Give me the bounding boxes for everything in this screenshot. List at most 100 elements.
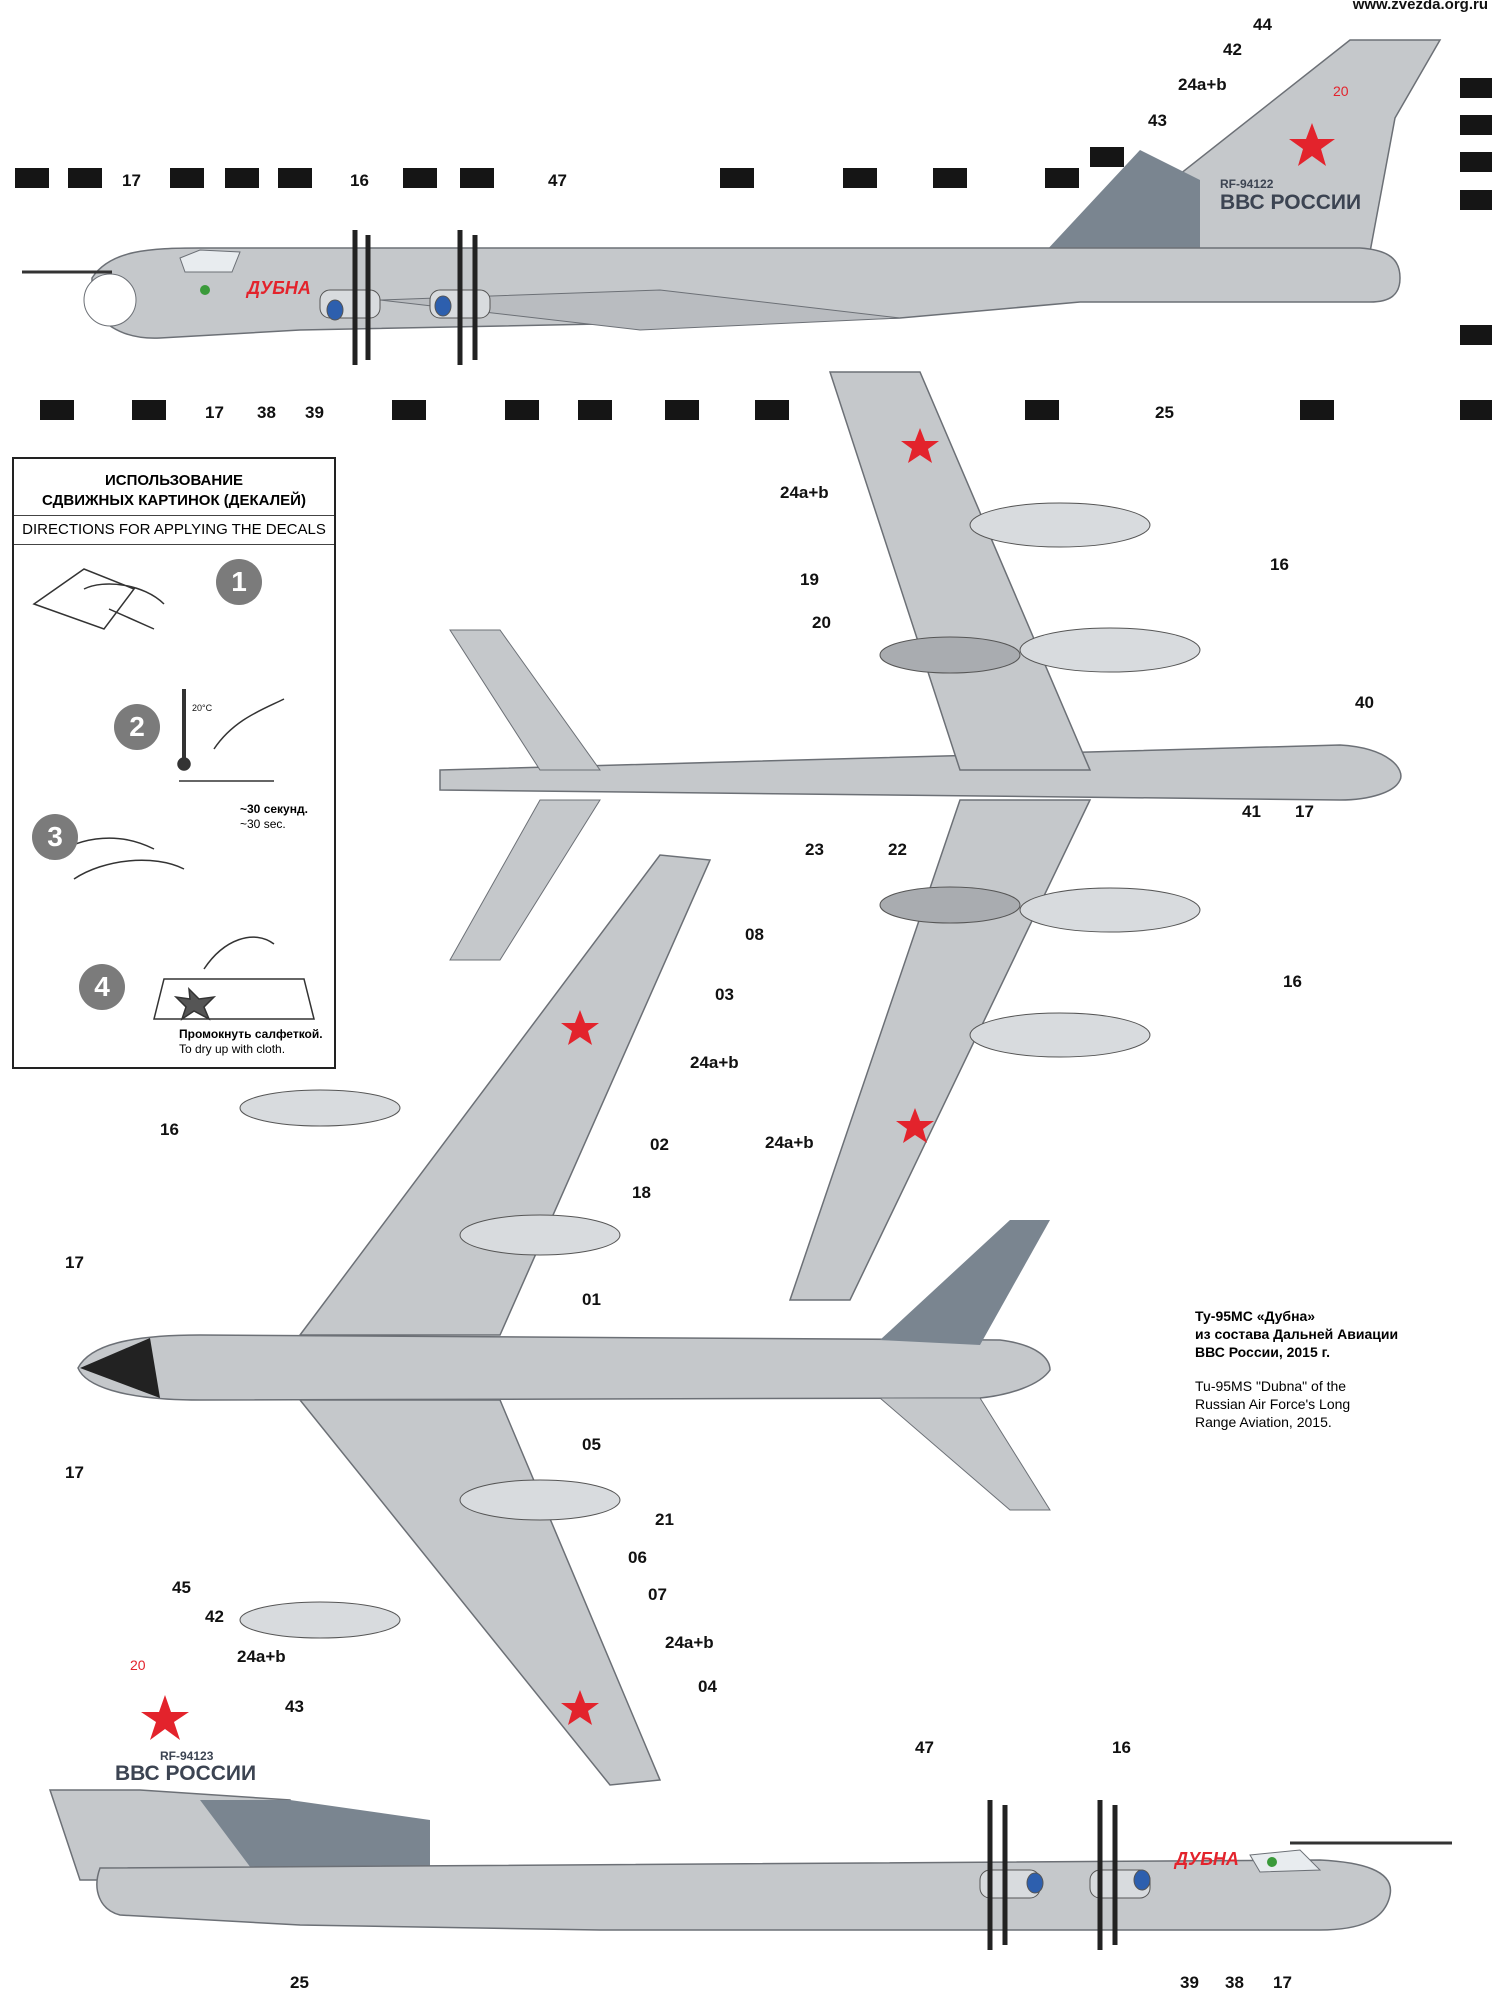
svg-text:06: 06 [628,1548,647,1567]
divider [14,515,334,516]
svg-text:45: 45 [172,1578,191,1597]
svg-text:17: 17 [65,1253,84,1272]
svg-text:25: 25 [1155,403,1174,422]
hand-cutting-icon [32,568,165,630]
callout-labels: 17 16 47 17 38 39 25 44 42 24a+b 43 24a+… [65,15,1374,1992]
svg-text:24a+b: 24a+b [665,1633,714,1652]
svg-text:17: 17 [205,403,224,422]
svg-text:43: 43 [1148,111,1167,130]
svg-text:43: 43 [285,1697,304,1716]
tailplane-lower [449,799,601,961]
svg-text:16: 16 [160,1120,179,1139]
fuselage-planform [439,744,1402,801]
callout-badge [1460,115,1492,135]
callout-badge [15,168,49,188]
svg-text:04: 04 [698,1677,717,1696]
callout-badge [1460,400,1492,420]
callout-badge [578,400,612,420]
svg-text:16: 16 [1283,972,1302,991]
tail-number-top: 20 [1333,83,1349,99]
underside-view [77,854,1051,1786]
callout-badge [755,400,789,420]
svg-text:40: 40 [1355,693,1374,712]
callout-badge [1300,400,1334,420]
svg-text:47: 47 [548,171,567,190]
callout-badge [460,168,494,188]
tail-blue-top [1045,150,1200,252]
callout-badge [1460,78,1492,98]
svg-text:25: 25 [290,1973,309,1992]
svg-text:16: 16 [350,171,369,190]
callout-badges [15,78,1492,420]
svg-text:38: 38 [1225,1973,1244,1992]
cockpit-bottom [1249,1849,1322,1873]
thermometer-label: 20°C [192,703,213,713]
svg-text:47: 47 [915,1738,934,1757]
callout-badge [843,168,877,188]
svg-text:19: 19 [800,570,819,589]
engines-planform [879,502,1201,1058]
green-dot-bottom [1267,1857,1277,1867]
water-dish-icon [179,698,285,782]
callout-badge [1045,168,1079,188]
svg-text:24a+b: 24a+b [237,1647,286,1666]
caption-en: Tu-95MS "Dubna" of the Russian Air Force… [1195,1378,1351,1430]
callout-badge [132,400,166,420]
tail-underside-lower [878,1397,1051,1511]
svg-text:24a+b: 24a+b [1178,75,1227,94]
registration-top: RF-94122 [1220,177,1274,191]
tail-number-bottom: 20 [130,1657,146,1673]
svg-text:38: 38 [257,403,276,422]
svg-text:24a+b: 24a+b [690,1053,739,1072]
step-1-badge: 1 [216,559,262,605]
callout-badge [1025,400,1059,420]
callout-badge [933,168,967,188]
step-2-badge: 2 [114,704,160,750]
svg-text:24a+b: 24a+b [780,483,829,502]
side-view-top: ДУБНА ВВС РОССИИ RF-94122 20 [22,39,1442,365]
fuselage-underside [77,1334,1051,1401]
svg-text:39: 39 [1180,1973,1199,1992]
dry-note-ru: Промокнуть салфеткой. [179,1027,323,1041]
callout-badge [225,168,259,188]
tailplane-upper [449,629,601,771]
callout-badge [68,168,102,188]
svg-text:02: 02 [650,1135,669,1154]
green-dot-top [200,285,210,295]
red-star-bottom-tail [141,1695,189,1740]
instructions-title-en: DIRECTIONS FOR APPLYING THE DECALS [22,521,326,538]
svg-text:08: 08 [745,925,764,944]
callout-badge [505,400,539,420]
engine-group-bottom [979,1800,1151,1950]
air-force-text-top: ВВС РОССИИ [1220,191,1361,214]
aircraft-caption: Ту-95МС «Дубна» из состава Дальней Авиац… [1195,1307,1455,1431]
website-url: www.zvezda.org.ru [1352,0,1488,13]
svg-text:18: 18 [632,1183,651,1202]
callout-badge [392,400,426,420]
red-star-underside-lower [561,1690,599,1725]
wing-lower-planform [788,799,1092,1301]
svg-text:17: 17 [122,171,141,190]
callout-badge [1460,190,1492,210]
callout-badge [40,400,74,420]
decal-instructions-panel: ИСПОЛЬЗОВАНИЕ СДВИЖНЫХ КАРТИНОК (ДЕКАЛЕЙ… [12,457,336,1069]
svg-text:39: 39 [305,403,324,422]
nose-name-top: ДУБНА [245,278,311,298]
svg-text:01: 01 [582,1290,601,1309]
svg-text:16: 16 [1112,1738,1131,1757]
nose-name-bottom: ДУБНА [1173,1849,1239,1869]
step-4-badge: 4 [79,964,125,1010]
air-force-text-bottom: ВВС РОССИИ [115,1762,256,1785]
wing-top-underside [379,289,901,331]
callout-badge [1090,147,1124,167]
svg-text:07: 07 [648,1585,667,1604]
svg-text:05: 05 [582,1435,601,1454]
nose-top [83,273,137,327]
side-view-bottom: ДУБНА ВВС РОССИИ RF-94123 20 [48,1657,1452,1950]
svg-text:17: 17 [65,1463,84,1482]
callout-badge [665,400,699,420]
dry-note-en: To dry up with cloth. [179,1042,286,1056]
svg-text:17: 17 [1295,802,1314,821]
svg-text:41: 41 [1242,802,1261,821]
callout-badge [1460,152,1492,172]
